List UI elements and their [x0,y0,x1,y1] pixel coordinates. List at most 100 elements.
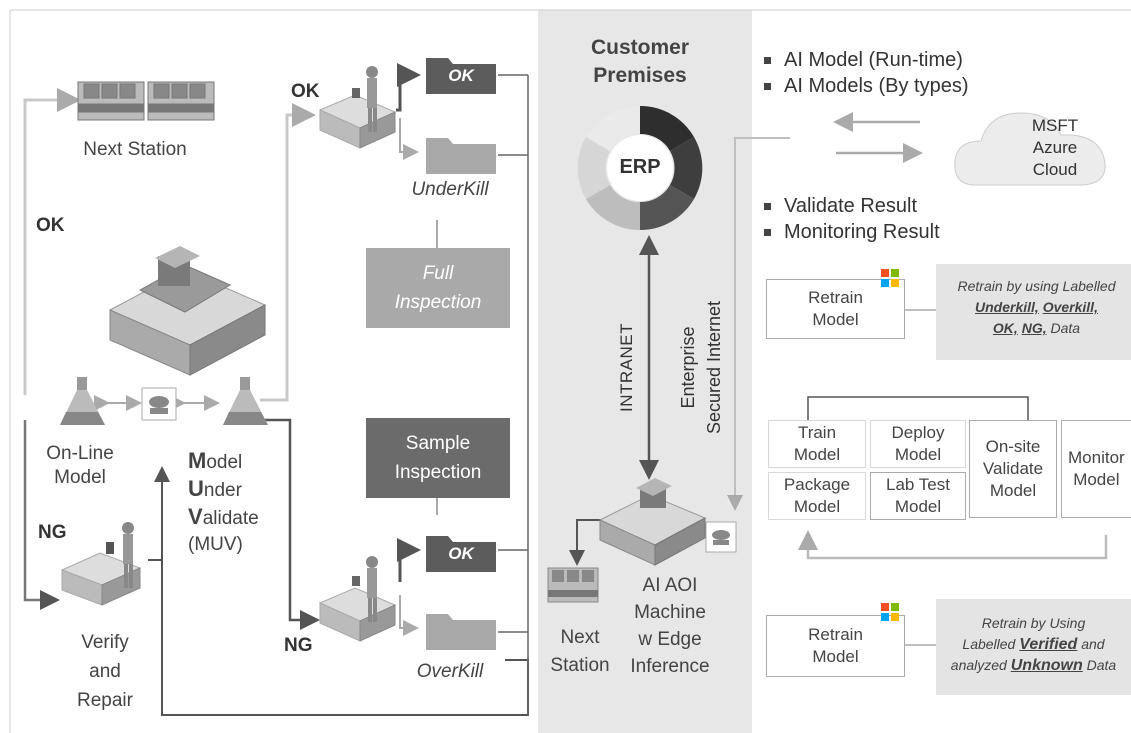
ai-aoi-line2: Machine [634,602,706,623]
note-overkill: Overkill, [1042,299,1098,315]
edge-machine-icon [598,478,707,566]
muv-nder: nder [203,480,242,501]
microsoft-logo-icon [881,269,899,287]
labtest-line2: Model [894,497,942,516]
ng-bottom-label: NG [284,635,313,656]
bullet-ai-types: AI Models (By types) [760,73,969,99]
note-ng: NG, [1021,320,1047,336]
next-station-label: Next Station [83,139,187,160]
muv-odel: odel [206,452,243,473]
premises-next-line1: Next [560,627,600,648]
verify-line: Verify [81,632,129,653]
worker-station-repair-icon [60,522,142,606]
premises-title-line2: Premises [593,64,687,87]
retrain1-line1: Retrain [808,288,863,307]
online-model-label: On-Line Model [30,442,130,490]
note-analyzed: analyzed [950,657,1007,673]
premises-title-line1: Customer [590,36,690,59]
retrain-model-box-1: Retrain Model [766,279,905,339]
retrain1-line2: Model [812,310,859,329]
package-line2: Model [793,497,841,516]
retrain2-line1: Retrain [808,625,863,644]
ok-top-label: OK [291,81,320,102]
note-data-2: Data [1086,657,1117,673]
folder-ok-top-label: OK [448,66,474,85]
retrain-model-box-2: Retrain Model [766,615,905,677]
premises-conveyor-icon [547,567,599,603]
premises-next-station-label: Next Station [545,624,615,680]
sample-inspection-box: Sample Inspection [366,418,510,498]
microsoft-logo-icon-2 [881,603,899,621]
muv-flask-icon [223,377,268,425]
and-line: and [89,661,121,682]
note-underkill: Underkill, [975,299,1039,315]
aoi-machine-icon [108,246,267,376]
sample-inspection-line2: Inspection [394,462,482,483]
bullet-monitoring-result: Monitoring Result [760,219,940,245]
edge-cloud-icon [705,521,737,553]
muv-v: V [188,504,203,529]
ai-aoi-label: AI AOI Machine w Edge Inference [620,572,720,680]
enterprise-label: Enterprise Secured Internet [675,285,727,450]
worker-station-top-icon [318,66,397,149]
muv-u: U [188,476,204,501]
onsite-line3: Model [989,481,1037,500]
folder-ok-bottom-label: OK [448,544,474,563]
folder-overkill-icon [426,614,496,650]
repair-line: Repair [77,690,133,711]
cloud-line1: MSFT [1031,116,1079,135]
full-inspection-box: Full Inspection [366,248,510,328]
folder-ok-top-icon [426,58,496,94]
note-data: Data [1050,320,1081,336]
result-bullets: Validate Result Monitoring Result [760,193,940,245]
note-and: and [1081,636,1105,652]
muv-m: M [188,448,207,473]
retrain2-note-line1: Retrain by Using [981,615,1086,631]
bullet-validate-result: Validate Result [760,193,940,219]
azure-cloud-label: MSFT Azure Cloud [1010,115,1100,181]
note-verified: Verified [1019,636,1078,653]
deploy-line2: Model [894,445,942,464]
muv-alidate: alidate [202,508,259,529]
note-ok: OK, [992,320,1018,336]
enterprise-line1: Enterprise [678,326,698,409]
flask-icon [60,377,105,425]
ai-aoi-line1: AI AOI [642,575,698,596]
online-model-line1: On-Line [46,443,114,464]
onsite-line2: Validate [982,459,1044,478]
azure-cloud-icon [954,112,1106,186]
erp-label: ERP [619,156,661,178]
premises-next-line2: Station [550,655,610,676]
worker-station-bottom-icon [318,556,397,642]
muv-label: Model Under Validate (MUV) [188,448,283,558]
ng-left-label: NG [38,522,67,543]
retrain1-note-line1: Retrain by using Labelled [957,278,1116,294]
train-line2: Model [793,445,841,464]
folder-ok-bottom-icon [426,536,496,572]
ai-aoi-line3: w Edge [638,629,702,650]
onsite-line1: On-site [985,437,1041,456]
muv-abbr: (MUV) [188,534,243,555]
enterprise-line2: Secured Internet [704,300,724,435]
labtest-line1: Lab Test [886,475,950,494]
retrain2-line2: Model [812,647,859,666]
train-line1: Train [797,423,837,442]
retrain-note-1: Retrain by using Labelled Underkill, Ove… [936,264,1131,360]
note-labelled: Labelled [962,636,1016,652]
sample-inspection-line1: Sample [405,433,471,454]
overkill-label: OverKill [416,661,484,682]
full-inspection-line2: Inspection [394,292,482,313]
ai-model-bullets: AI Model (Run-time) AI Models (By types) [760,47,969,99]
cloud-line3: Cloud [1032,160,1078,179]
monitor-line1: Monitor [1068,448,1125,467]
online-model-line2: Model [54,466,106,488]
conveyor-icon [77,81,215,121]
ai-aoi-line4: Inference [630,656,710,677]
